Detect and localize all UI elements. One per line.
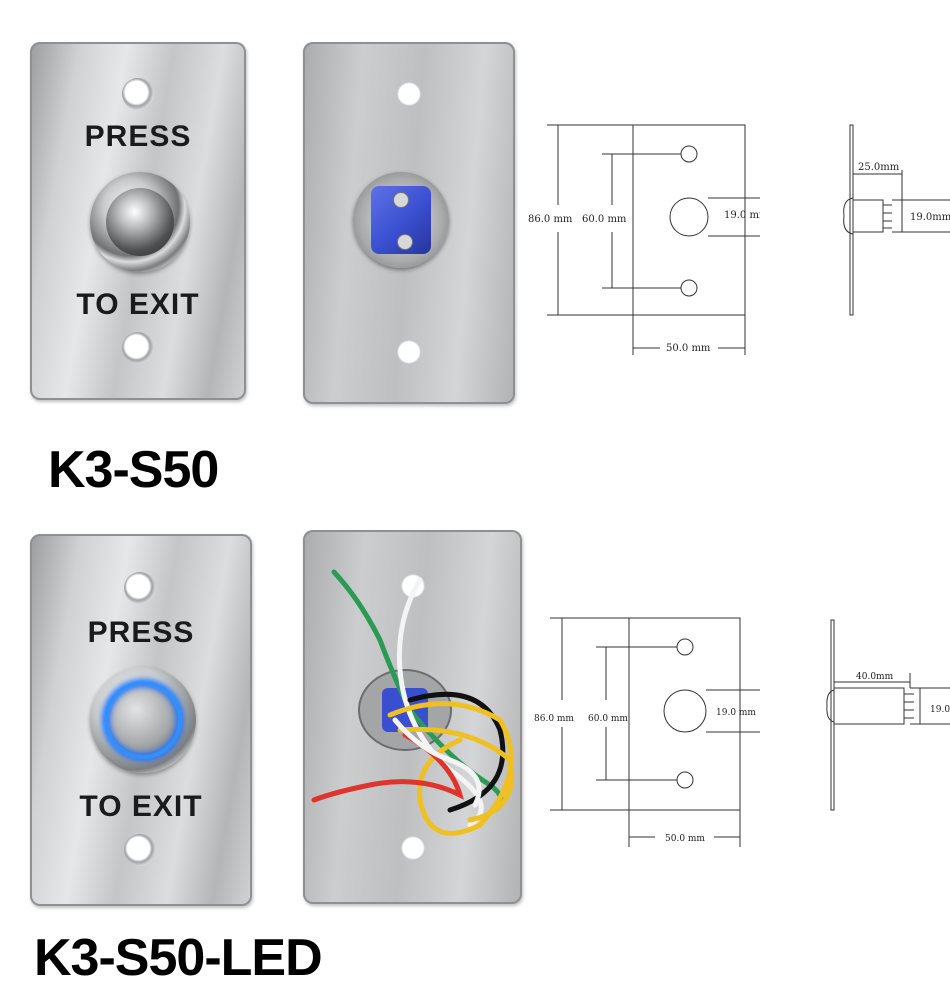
nut-hex xyxy=(353,172,449,268)
dim-hole-spacing: 60.0 mm xyxy=(588,714,628,724)
press-label: PRESS xyxy=(84,120,192,153)
front-plate: PRESS TO EXIT xyxy=(30,42,246,400)
dim-button-dia: 19.0 mm xyxy=(724,210,760,221)
dim-side-dia: 19.0mm xyxy=(910,212,950,223)
to-exit-label: TO EXIT xyxy=(79,790,203,823)
exit-push-button[interactable] xyxy=(90,172,190,272)
led-ring xyxy=(104,681,182,759)
wire-red xyxy=(311,732,464,803)
model-name: K3-S50-LED xyxy=(34,929,323,987)
mounting-screw-hole-top xyxy=(122,78,154,110)
wire-black xyxy=(407,691,506,813)
front-plate-led: PRESS TO EXIT xyxy=(30,534,252,906)
terminal-screw-top xyxy=(393,192,409,208)
front-dimension-drawing-led: 86.0 mm 60.0 mm 19.0 mm 50.0 mm xyxy=(534,617,760,847)
button-dome xyxy=(106,188,174,256)
dim-height: 86.0 mm xyxy=(534,714,574,724)
front-dimension-drawing: 86.0 mm 60.0 mm 19.0 mm 50.0 mm xyxy=(528,124,760,355)
wire-yellow-2 xyxy=(397,726,515,823)
mounting-hole-bottom xyxy=(397,340,421,364)
mounting-screw-hole-bottom xyxy=(122,332,154,364)
side-dimension-drawing: 25.0mm 19.0mm xyxy=(843,124,950,316)
mounting-screw-hole-bottom xyxy=(124,834,156,866)
terminal-block xyxy=(371,186,431,254)
dim-width: 50.0 mm xyxy=(666,343,711,354)
wire-white-2 xyxy=(392,717,482,808)
mounting-hole-top xyxy=(397,82,421,106)
dim-button-dia: 19.0 mm xyxy=(716,708,756,718)
dim-depth: 25.0mm xyxy=(858,162,900,173)
dim-hole-spacing: 60.0 mm xyxy=(582,214,627,225)
dim-side-dia: 19.0mm xyxy=(930,705,950,715)
mounting-hole-bottom xyxy=(401,836,425,860)
wire-bundle xyxy=(311,569,515,836)
dim-depth: 40.0mm xyxy=(856,672,894,682)
to-exit-label: TO EXIT xyxy=(76,288,200,321)
mounting-screw-hole-top xyxy=(124,572,156,604)
back-plate xyxy=(303,42,515,404)
dim-height: 86.0 mm xyxy=(528,214,573,225)
model-name: K3-S50 xyxy=(48,441,219,499)
side-dimension-drawing-led: 40.0mm 19.0mm xyxy=(826,619,950,811)
terminal-screw-bottom xyxy=(397,234,413,250)
dim-width: 50.0 mm xyxy=(665,834,705,844)
led-exit-push-button[interactable] xyxy=(90,667,196,773)
press-label: PRESS xyxy=(87,616,195,649)
